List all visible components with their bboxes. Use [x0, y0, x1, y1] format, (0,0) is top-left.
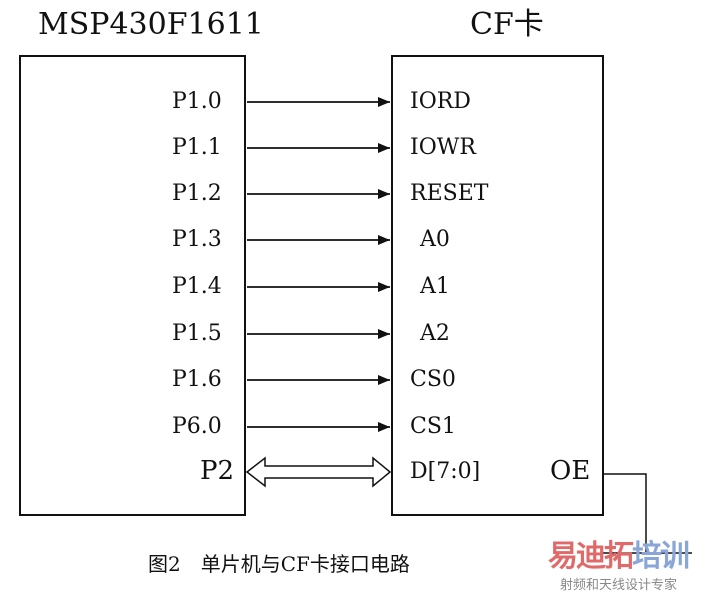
cf-title: CF卡 [470, 7, 544, 42]
mcu-pin-label: P1.5 [172, 321, 222, 346]
mcu-pin-label: P1.0 [172, 89, 222, 114]
watermark-logo: 易迪拓培训 [548, 539, 690, 574]
mcu-pin-label: P1.1 [172, 135, 222, 160]
mcu-box [19, 55, 246, 516]
cf-pin-label: A1 [420, 274, 450, 299]
caption: 图2 单片机与CF卡接口电路 [148, 552, 410, 576]
watermark-sub: 射频和天线设计专家 [560, 578, 678, 593]
mcu-bus-label: P2 [200, 456, 235, 486]
mcu-pin-label: P1.4 [172, 274, 222, 299]
mcu-pin-label: P6.0 [172, 414, 222, 439]
cf-pin-label: A2 [420, 321, 450, 346]
bus-double-arrow [245, 456, 392, 488]
mcu-pin-label: P1.3 [172, 227, 222, 252]
cf-pin-label: CS0 [410, 367, 456, 392]
cf-box [391, 55, 604, 516]
cf-pin-label: CS1 [410, 414, 456, 439]
cf-pin-label: RESET [410, 181, 489, 206]
cf-oe-label: OE [550, 456, 591, 486]
cf-pin-label: IOWR [410, 135, 476, 160]
oe-line [603, 473, 647, 553]
cf-pin-label: IORD [410, 89, 471, 114]
mcu-title: MSP430F1611 [38, 7, 264, 42]
mcu-pin-label: P1.6 [172, 367, 222, 392]
mcu-pin-label: P1.2 [172, 181, 222, 206]
cf-bus-label: D[7:0] [410, 459, 481, 484]
cf-pin-label: A0 [420, 227, 450, 252]
